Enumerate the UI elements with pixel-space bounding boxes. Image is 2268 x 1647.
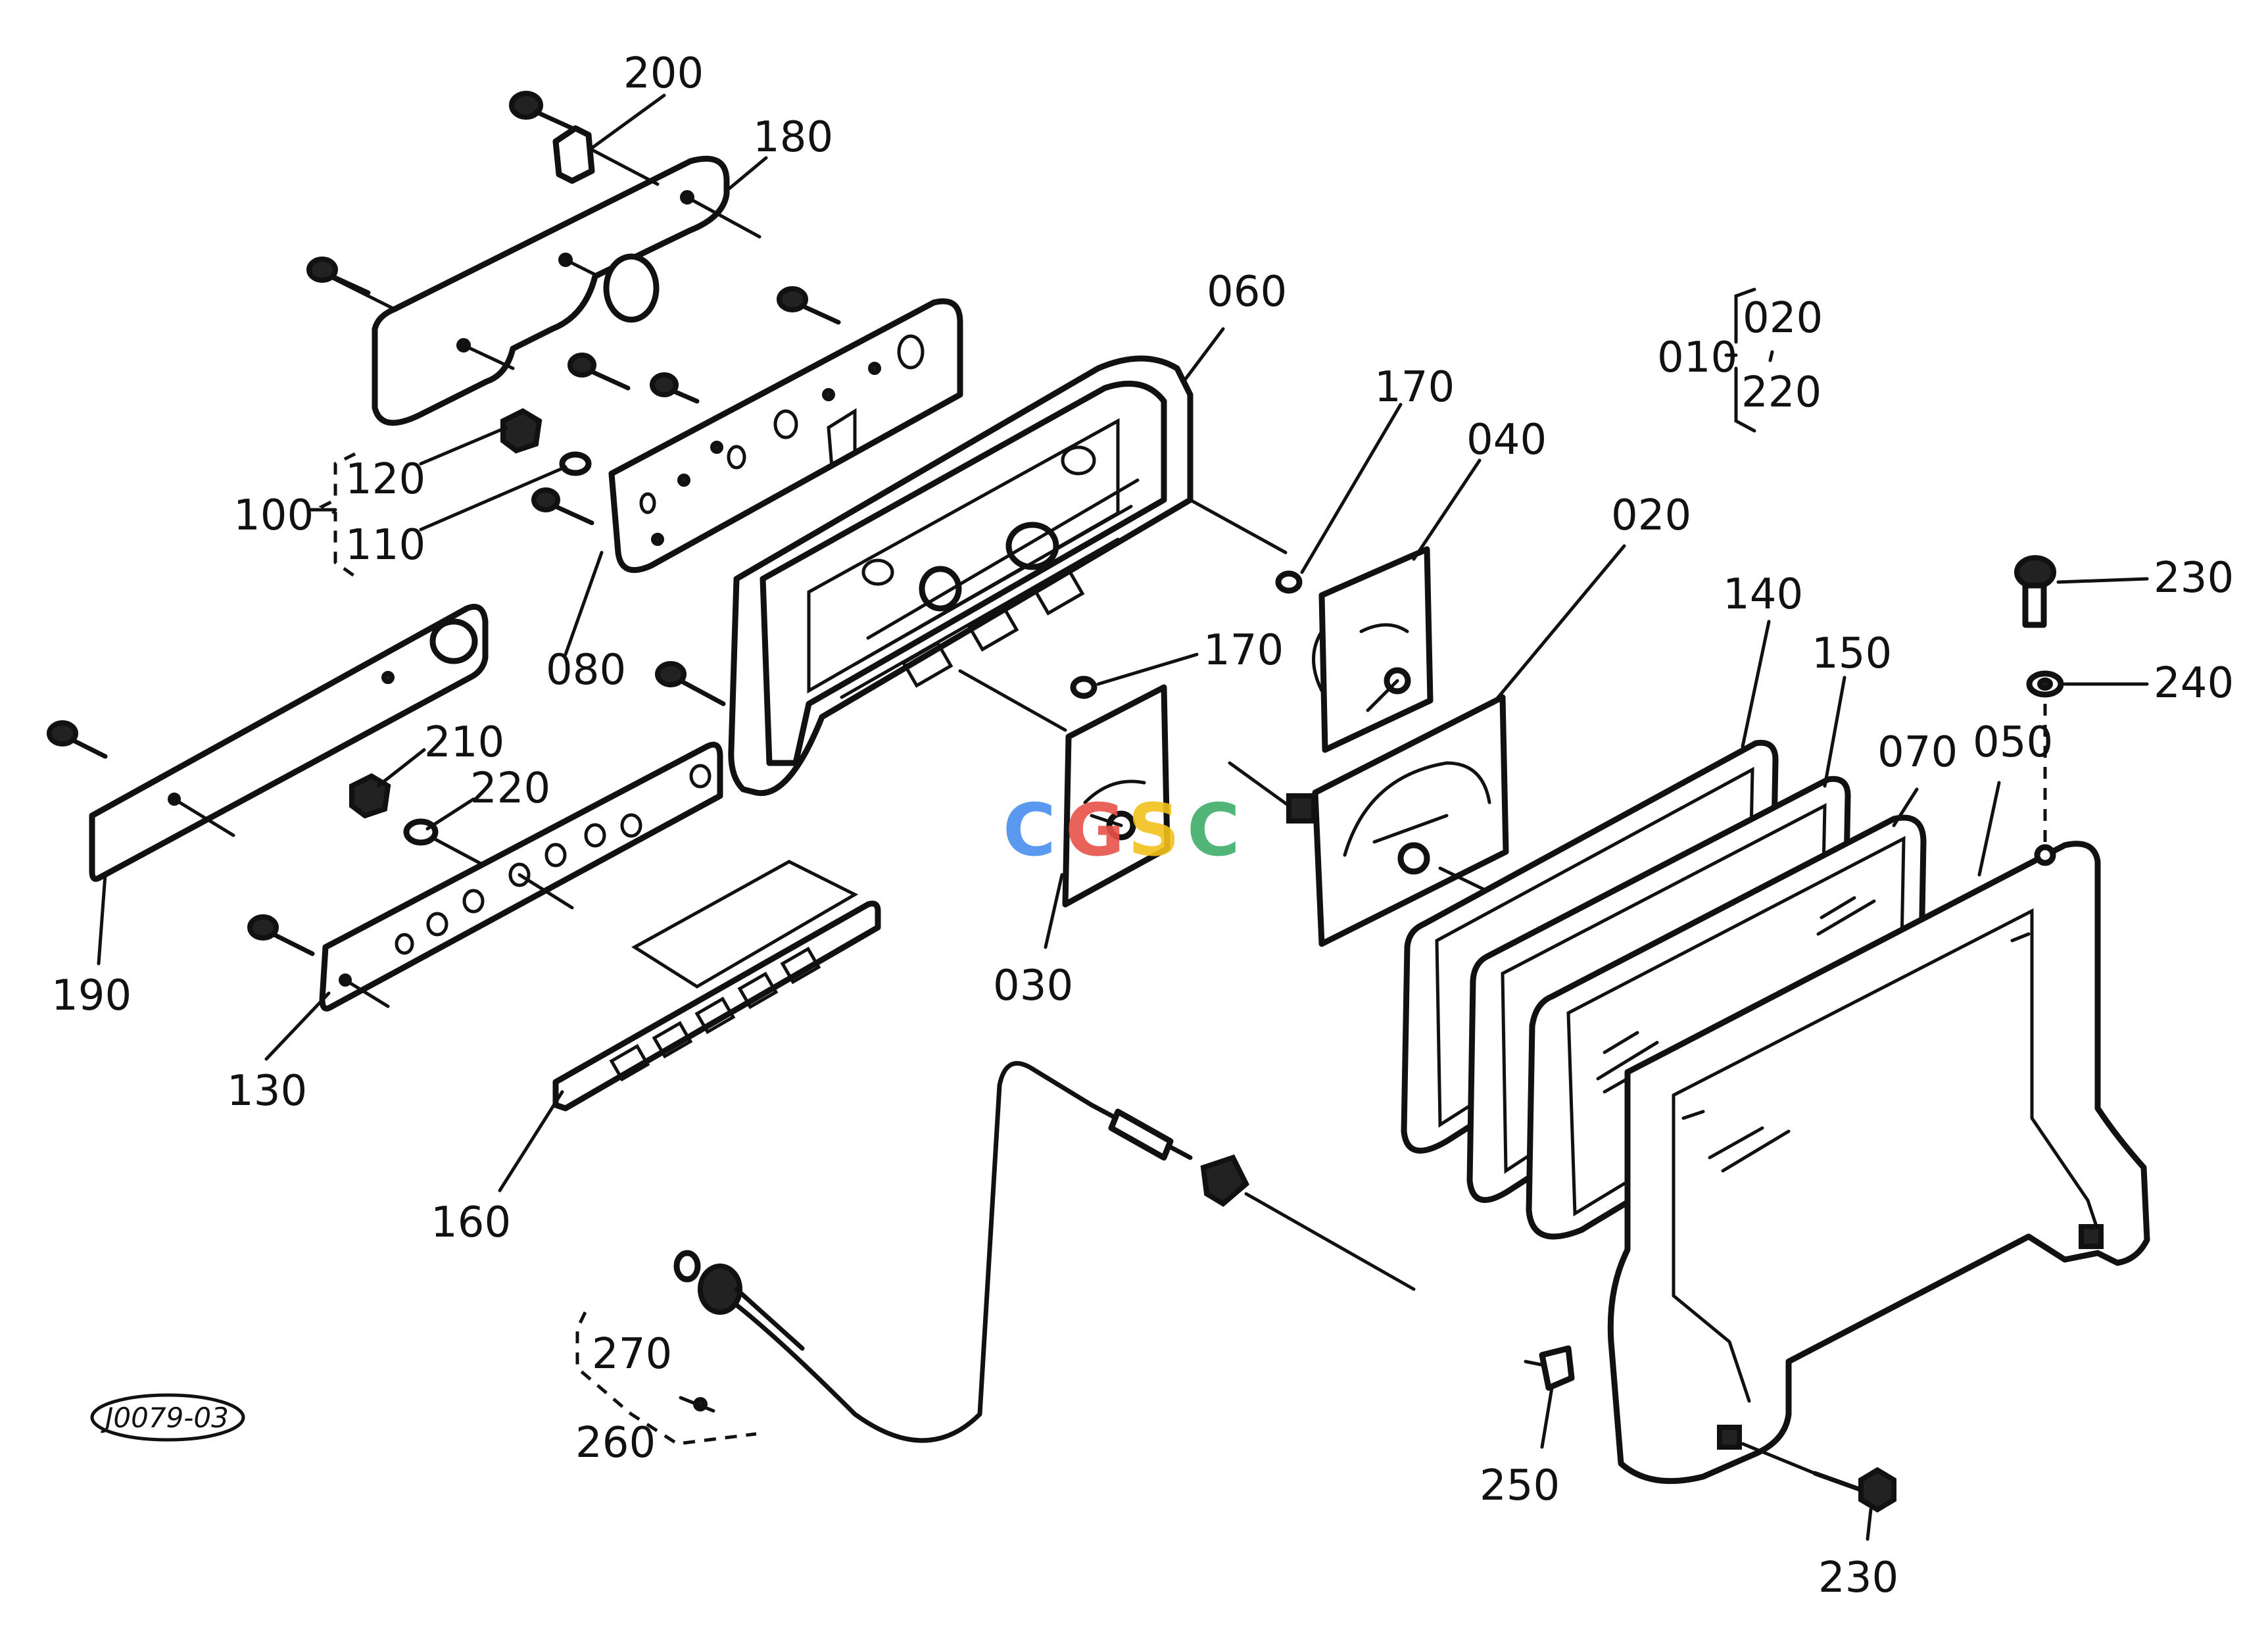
screw-icon xyxy=(531,487,594,526)
screw-icon xyxy=(777,286,841,325)
label-040: 040 xyxy=(1466,416,1547,464)
label-080: 080 xyxy=(546,646,626,695)
label-250: 250 xyxy=(1480,1462,1560,1510)
screw-icon xyxy=(247,914,315,956)
label-150: 150 xyxy=(1812,629,1892,678)
watermark-letter: S xyxy=(1128,788,1180,872)
label-020-top: 020 xyxy=(1743,294,1823,343)
circuit-board-080 xyxy=(608,298,963,574)
label-120: 120 xyxy=(345,455,425,504)
gauge-030 xyxy=(1062,684,1170,908)
tacho-cable xyxy=(708,1061,1416,1443)
seal-170-upper xyxy=(1275,570,1303,594)
gauge-040 xyxy=(1312,546,1434,753)
rear-cover-plate-180 xyxy=(320,155,761,426)
screw-icon xyxy=(655,661,726,706)
watermark-letter: G xyxy=(1065,788,1124,872)
group-010-bracket xyxy=(1724,287,1774,433)
label-230-lower: 230 xyxy=(1818,1554,1898,1602)
screw-icon xyxy=(306,257,371,295)
label-140: 140 xyxy=(1723,570,1803,619)
label-010: 010 xyxy=(1657,333,1737,382)
label-160: 160 xyxy=(431,1198,511,1247)
label-260: 260 xyxy=(575,1419,656,1467)
label-180: 180 xyxy=(753,113,833,162)
label-240: 240 xyxy=(2154,659,2234,708)
watermark-logo: C G S C xyxy=(1003,788,1240,872)
screw-icon xyxy=(650,372,700,404)
label-220: 220 xyxy=(470,764,550,813)
label-210: 210 xyxy=(424,718,504,767)
label-220-top: 220 xyxy=(1741,368,1822,417)
label-170-lower: 170 xyxy=(1203,626,1284,675)
meter-case-060 xyxy=(728,355,1288,797)
front-bezel-050 xyxy=(1607,841,2150,1485)
label-200: 200 xyxy=(623,49,704,98)
label-170-upper: 170 xyxy=(1374,363,1455,412)
label-070: 070 xyxy=(1877,728,1958,777)
label-270: 270 xyxy=(592,1330,672,1379)
bulb-110 xyxy=(559,451,592,476)
clip-200 xyxy=(552,125,660,186)
seal-170-lower xyxy=(1070,676,1098,699)
label-100: 100 xyxy=(233,491,314,540)
washer-240 xyxy=(2026,670,2064,842)
cable-end-260 xyxy=(693,1264,805,1412)
leader-lines xyxy=(97,93,2149,1541)
label-060: 060 xyxy=(1207,268,1287,316)
lamp-plate-190 xyxy=(89,604,489,882)
label-020: 020 xyxy=(1611,491,1691,540)
bolt-230-lower xyxy=(1741,1442,1896,1513)
watermark-letter: C xyxy=(1187,788,1240,872)
diagram-code-badge: J0079-03 xyxy=(90,1393,245,1442)
indicator-plate-130 xyxy=(319,741,723,1012)
watermark-letter: C xyxy=(1003,788,1056,872)
part-labels: 200 180 060 170 040 020 010 020 220 140 … xyxy=(51,49,2234,1602)
clip-250 xyxy=(1524,1345,1575,1391)
screw-icon xyxy=(509,91,575,131)
group-260-bracket xyxy=(575,1311,757,1446)
tachometer-020 xyxy=(1228,694,1509,947)
screw-icon xyxy=(567,353,631,391)
warning-lamp-strip-160 xyxy=(552,860,881,1112)
label-110: 110 xyxy=(345,521,425,570)
diagram-code: J0079-03 xyxy=(101,1402,229,1434)
label-190: 190 xyxy=(51,971,132,1020)
o-ring-270 xyxy=(673,1250,701,1283)
group-100-bracket xyxy=(307,452,360,581)
bulb-220 xyxy=(403,818,485,867)
label-030: 030 xyxy=(993,962,1073,1010)
label-130: 130 xyxy=(227,1067,307,1116)
bolt-230-upper xyxy=(2014,555,2056,628)
label-230-upper: 230 xyxy=(2154,554,2234,602)
screw-icon xyxy=(47,720,108,759)
socket-120 xyxy=(500,408,543,454)
label-050: 050 xyxy=(1973,718,2053,767)
